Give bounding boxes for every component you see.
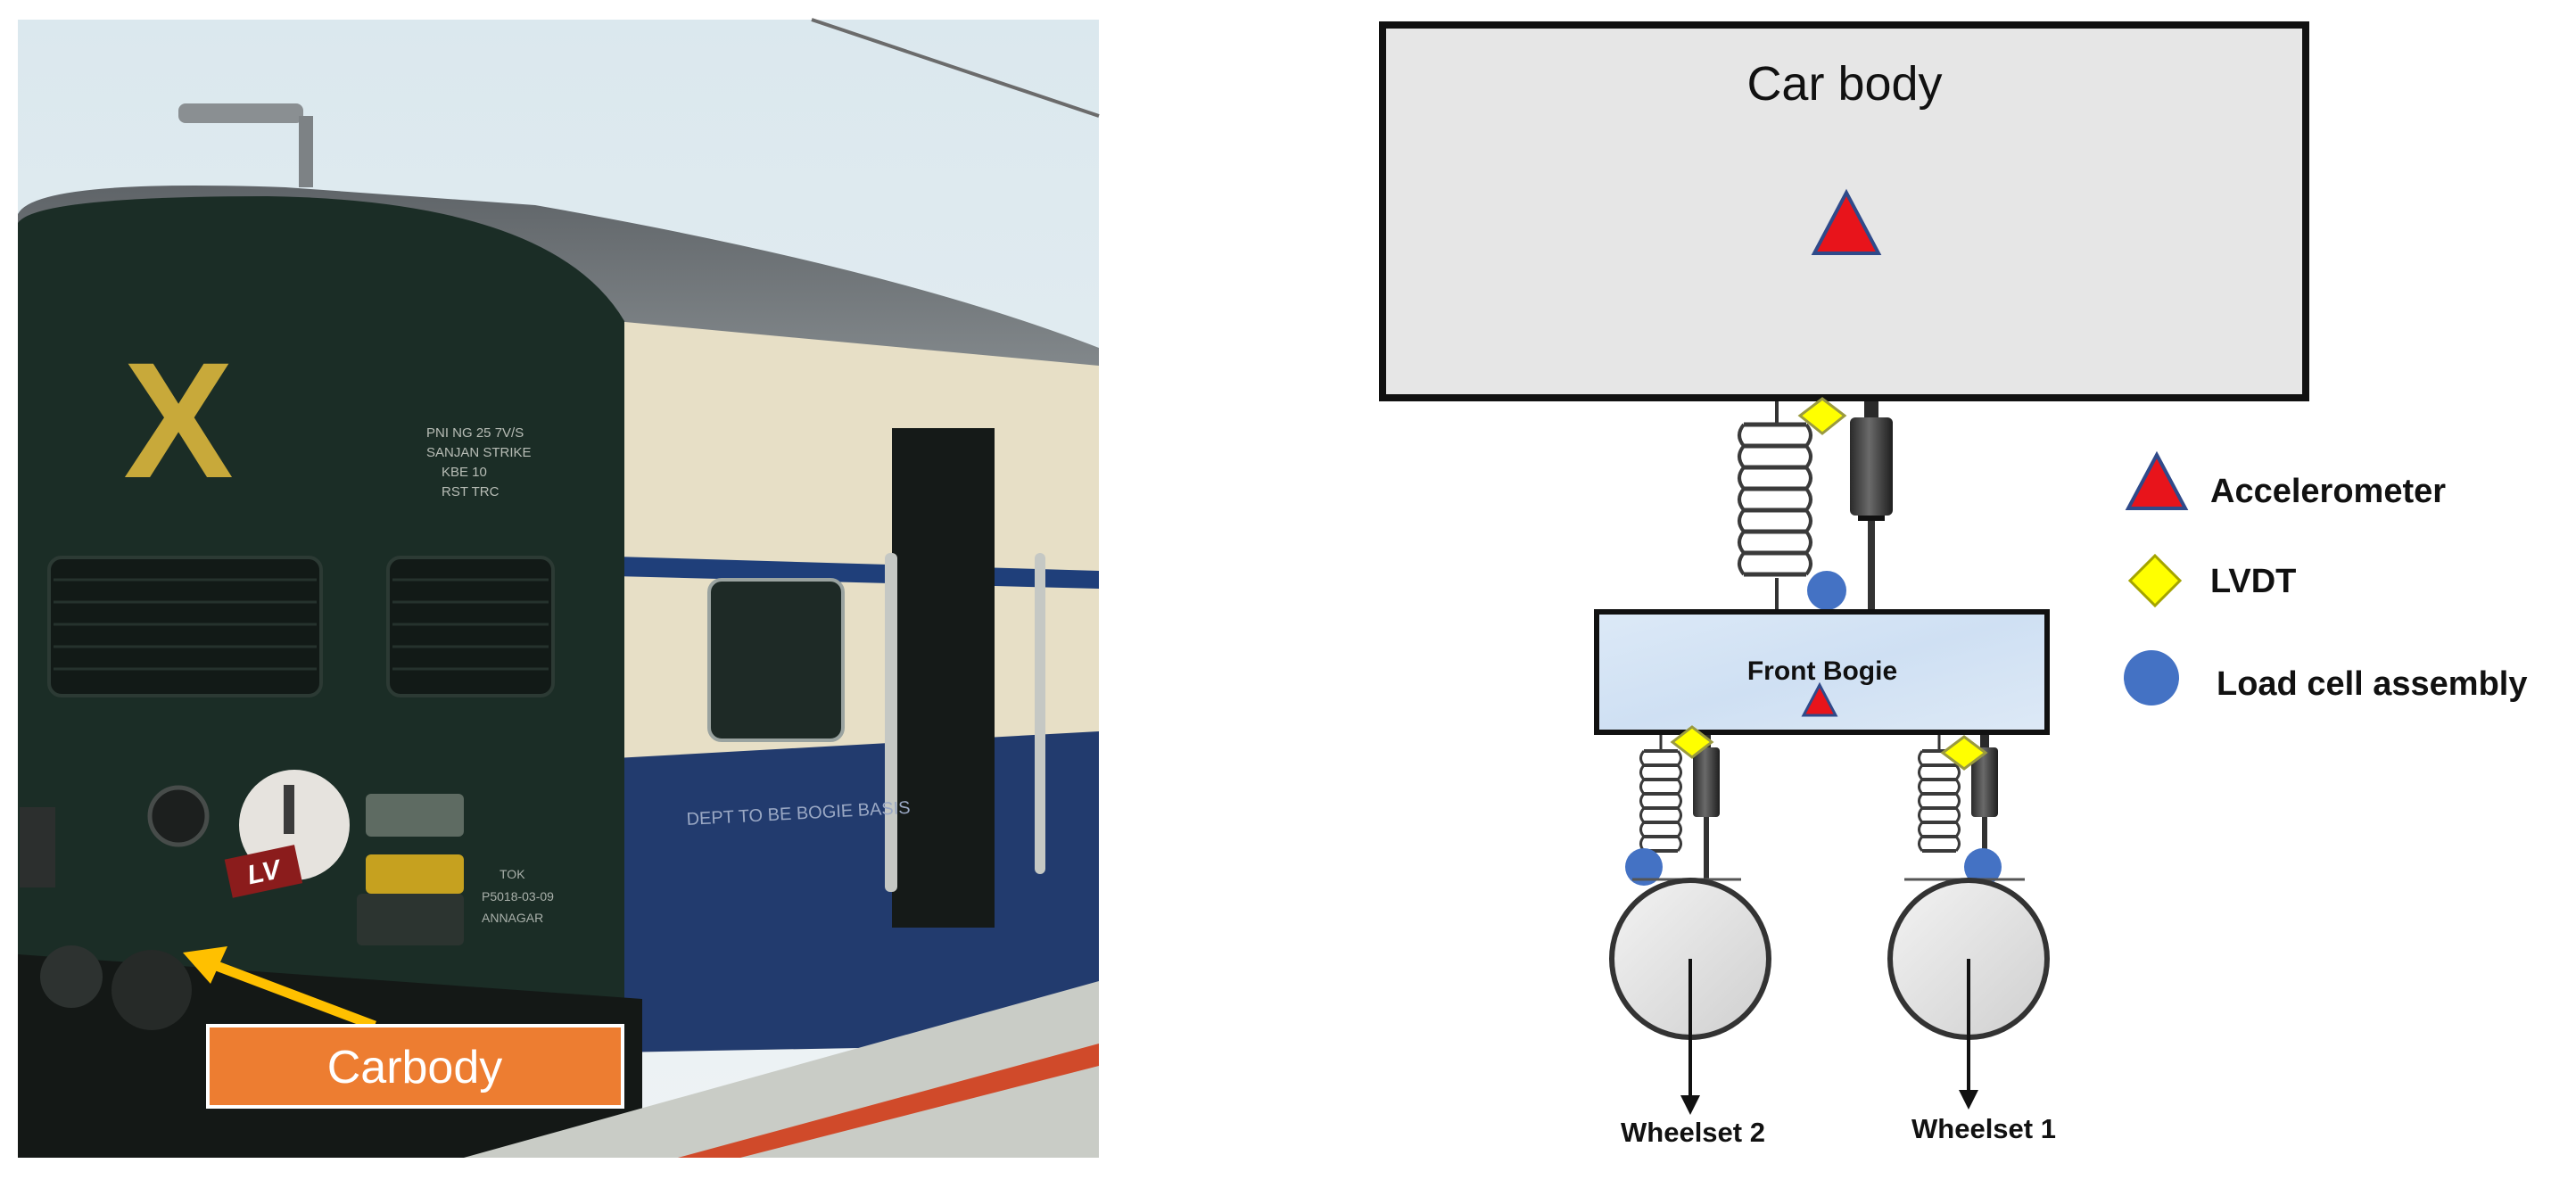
carbody-callout: Carbody — [183, 946, 624, 1109]
secondary-lvdt-icon — [1797, 397, 1847, 435]
callout-box — [206, 1024, 624, 1109]
louvre-slats — [54, 578, 549, 671]
louvre-right — [386, 556, 555, 697]
coupler — [111, 950, 192, 1030]
schematic-diagram: Car body Front Bogie — [1379, 21, 2309, 1148]
callout-label: Carbody — [327, 1042, 503, 1093]
svg-text:ANNAGAR: ANNAGAR — [482, 911, 543, 925]
secondary-load-cell-icon — [1807, 571, 1846, 610]
primary-load-cell-right-icon — [1964, 848, 2002, 886]
yellow-diamond-icon — [2127, 553, 2183, 608]
primary-lvdt-right-icon — [1940, 735, 1988, 771]
legend-item-load-cell: Load cell assembly — [2124, 650, 2528, 706]
buffer — [40, 945, 103, 1008]
callout-arrowhead — [183, 946, 227, 984]
lv-handle — [284, 785, 294, 834]
tail-lamp — [147, 785, 210, 847]
louvre-left — [47, 556, 323, 697]
car-body-label: Car body — [1746, 57, 1942, 111]
platform-stripe — [678, 1044, 1099, 1158]
primary-load-cell-left-icon — [1625, 848, 1663, 886]
legend: Accelerometer LVDT Load cell assembly — [2124, 450, 2528, 706]
left-edge-plate — [20, 807, 55, 887]
secondary-spring — [1738, 401, 1812, 610]
coach-door — [892, 428, 995, 928]
svg-text:RST TRC: RST TRC — [442, 484, 500, 499]
coach-x-marking: X — [123, 329, 233, 513]
wheelset-right-arrowhead — [1959, 1090, 1978, 1110]
primary-spring-left — [1639, 735, 1682, 853]
end-stencil: PNI NG 25 7V/S SANJAN STRIKE KBE 10 RST … — [426, 425, 532, 499]
svg-text:TOK: TOK — [500, 867, 525, 881]
secondary-damper — [1850, 401, 1893, 612]
svg-text:KBE 10: KBE 10 — [442, 465, 487, 480]
svg-text:PNI NG 25 7V/S: PNI NG 25 7V/S — [426, 425, 524, 441]
blue-circle-icon — [2124, 650, 2179, 706]
lamp-post — [178, 103, 313, 187]
primary-spring-right — [1918, 735, 1961, 853]
signal-box-lower — [357, 894, 464, 945]
door-handle-right — [1035, 553, 1045, 874]
legend-label-accelerometer: Accelerometer — [2210, 473, 2446, 510]
wheelset-1-label: Wheelset 1 — [1911, 1113, 2056, 1144]
primary-lvdt-left-icon — [1670, 725, 1714, 759]
door-handle-left — [885, 553, 897, 892]
front-bogie-label: Front Bogie — [1747, 656, 1897, 686]
legend-label-lvdt: LVDT — [2210, 563, 2296, 600]
wheelset-left-arrowhead — [1680, 1095, 1700, 1115]
legend-label-load-cell: Load cell assembly — [2217, 665, 2528, 703]
lv-plate: LV — [224, 845, 303, 898]
legend-item-accelerometer: Accelerometer — [2125, 450, 2446, 510]
svg-text:P5018-03-09: P5018-03-09 — [482, 889, 554, 904]
callout-arrow — [208, 958, 376, 1031]
signal-box-top — [366, 794, 464, 837]
overhead-wire — [811, 18, 1100, 118]
legend-item-lvdt: LVDT — [2127, 553, 2296, 608]
signal-box-yellow — [366, 854, 464, 894]
primary-damper-left — [1693, 735, 1720, 879]
red-triangle-icon — [2125, 450, 2189, 510]
platform — [464, 981, 1099, 1158]
bogie-accelerometer-icon — [1801, 681, 1838, 717]
wheelset-2-label: Wheelset 2 — [1621, 1117, 1765, 1148]
train-photo: DEPT TO BE BOGIE BASIS X PNI NG 25 7V/S … — [18, 18, 1100, 1158]
svg-text:SANJAN STRIKE: SANJAN STRIKE — [426, 445, 532, 460]
car-body-accelerometer-icon — [1811, 188, 1882, 255]
end-stencil-lower: TOK P5018-03-09 ANNAGAR — [482, 867, 554, 925]
coach-window — [707, 578, 845, 742]
